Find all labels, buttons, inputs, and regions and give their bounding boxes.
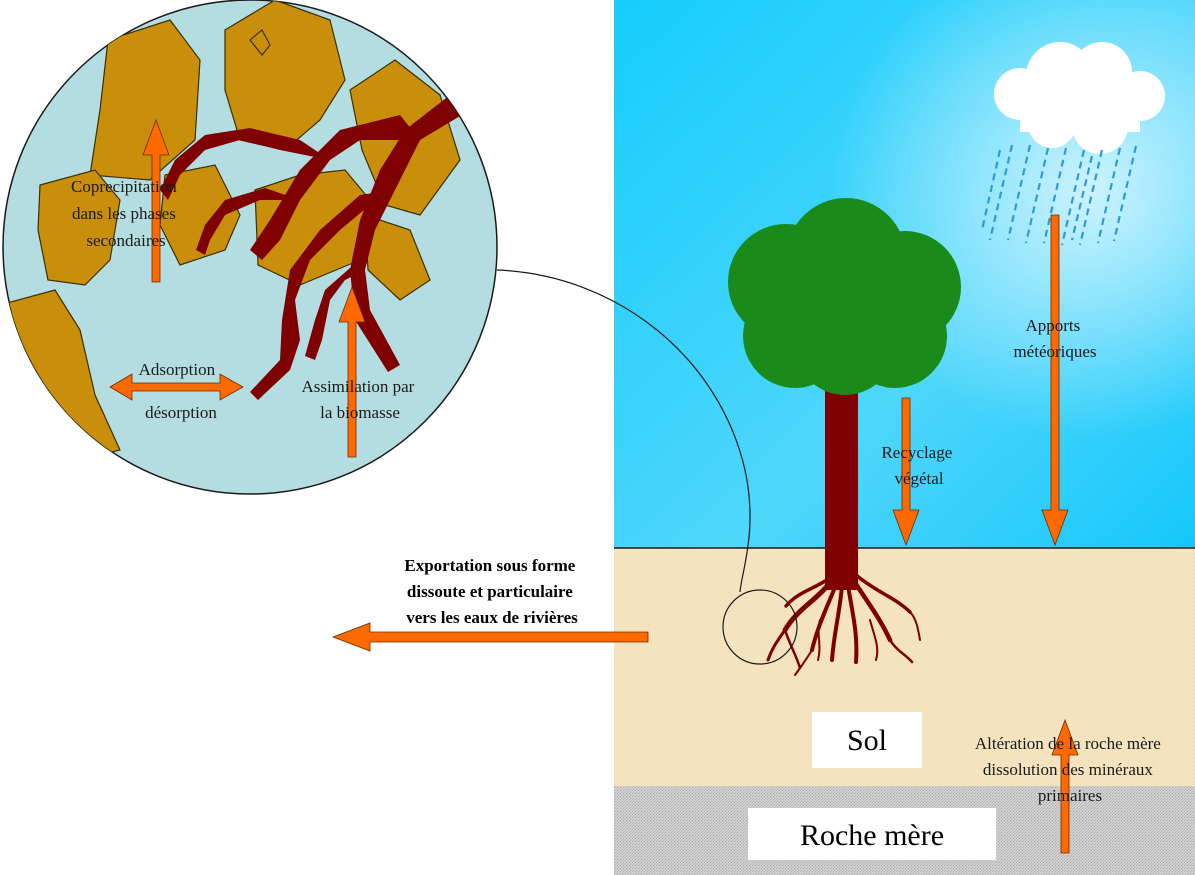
label-coprecipitation: Coprecipitation dans les phases secondai…	[71, 177, 181, 250]
label-roche: Roche mère	[800, 819, 944, 852]
zoom-circle	[0, 0, 497, 494]
label-exportation: Exportation sous forme dissoute et parti…	[404, 556, 579, 627]
label-sol: Sol	[847, 724, 887, 757]
arrow-exportation	[333, 623, 648, 651]
